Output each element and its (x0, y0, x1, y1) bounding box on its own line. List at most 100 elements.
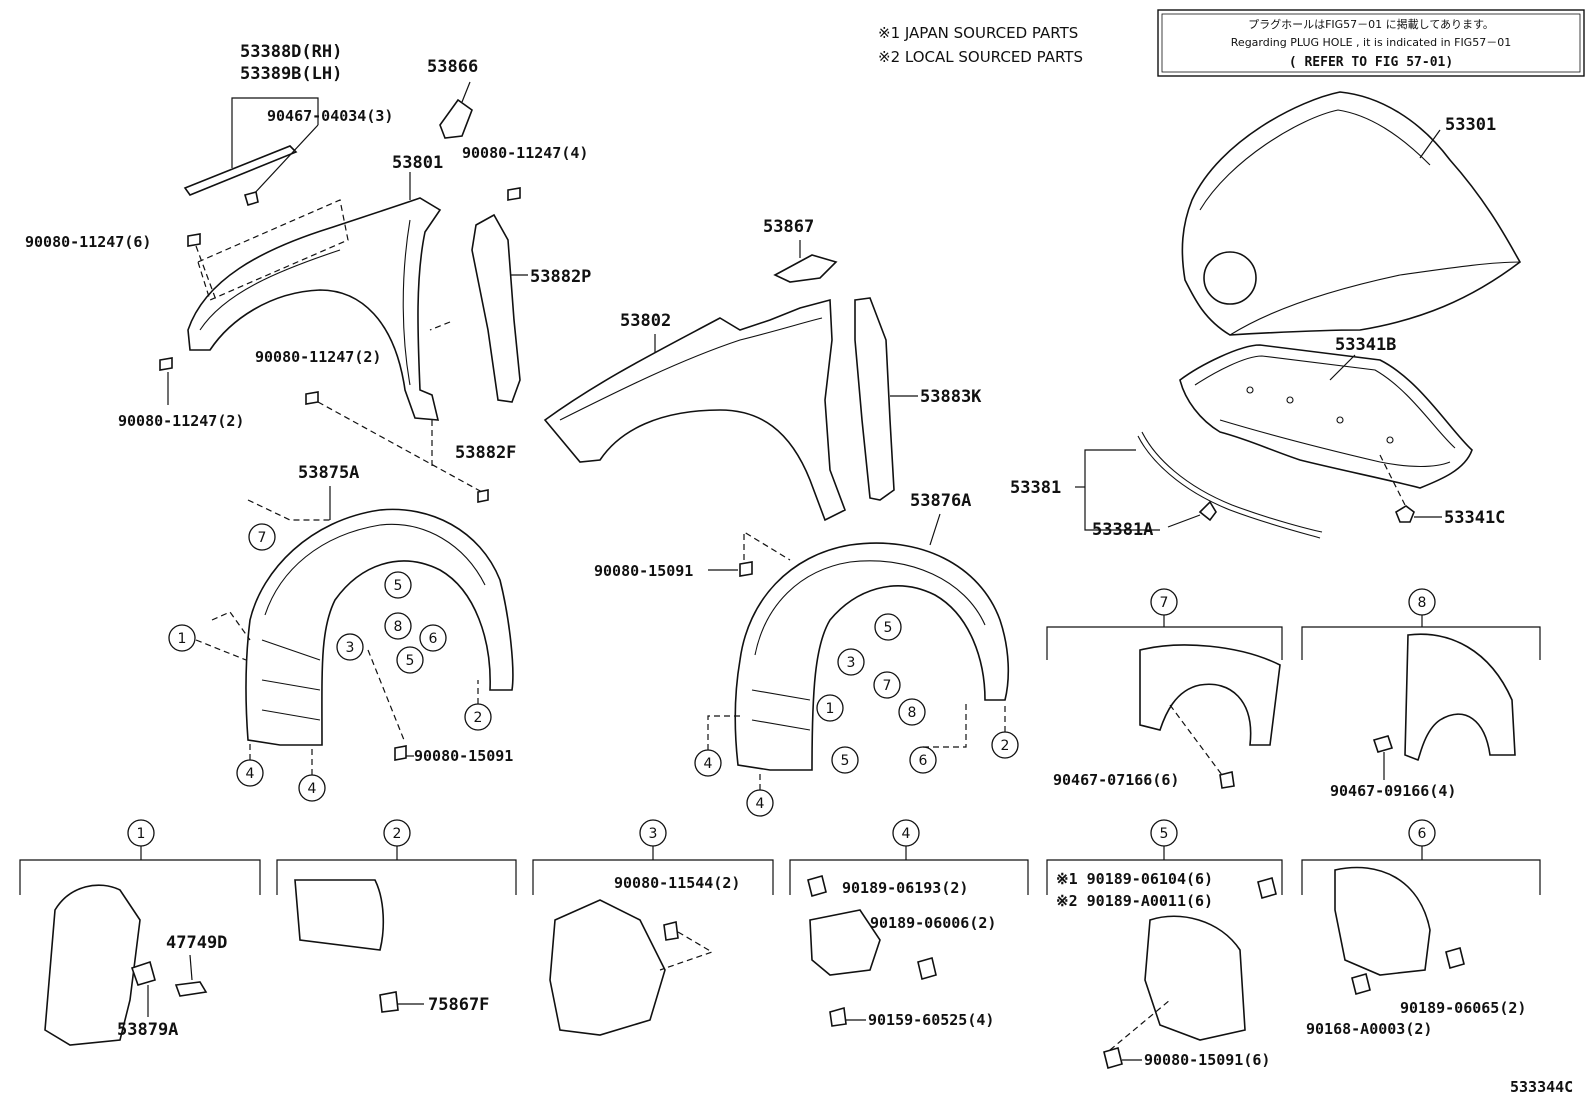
callout-5-label: 5 (394, 578, 403, 594)
label-53381: 53381 (1010, 478, 1061, 498)
label-90189-06193: 90189-06193(2) (842, 879, 968, 897)
callout-7-label: 7 (258, 530, 267, 546)
label-90168-A0003: 90168-A0003(2) (1306, 1020, 1432, 1038)
callout-1b-label: 1 (826, 701, 835, 717)
callout-7 (248, 523, 276, 551)
label-53341B: 53341B (1335, 335, 1396, 355)
callout-2b-label: 2 (1001, 738, 1010, 754)
bracket-53866 (439, 98, 473, 139)
label-53876A: 53876A (910, 491, 971, 511)
bracket-53867 (773, 254, 838, 283)
detail-frame-2: 2 (276, 819, 517, 1013)
callout-8b (898, 698, 926, 726)
callout-4c-label: 4 (704, 756, 713, 772)
refbox-japanese: プラグホールはFIG57－01 に掲載してあります。 (1248, 17, 1494, 31)
label-53882P: 53882P (530, 267, 591, 287)
label-90189-06065: 90189-06065(2) (1400, 999, 1526, 1017)
detail-frame-5: 5 (1046, 819, 1283, 1069)
label-90159-60525: 90159-60525(4) (868, 1011, 994, 1029)
callout-6 (419, 624, 447, 652)
refbox-refer: ( REFER TO FIG 57-01) (1289, 55, 1453, 70)
label-90467-04034: 90467-04034(3) (267, 107, 393, 125)
callout-2-label: 2 (474, 710, 483, 726)
label-53301: 53301 (1445, 115, 1496, 135)
label-90467-09166: 90467-09166(4) (1330, 782, 1456, 800)
label-90080-11247-4: 90080-11247(4) (462, 144, 588, 162)
callout-5c-label: 5 (884, 620, 893, 636)
callout-7b-label: 7 (883, 678, 892, 694)
fender-liner-53875A (245, 508, 514, 746)
fender-liner-53882P (471, 213, 521, 403)
label-53882F: 53882F (455, 443, 516, 463)
detail-callout-8-label: 8 (1418, 595, 1427, 611)
callout-5b-label: 5 (406, 653, 415, 669)
label-53867: 53867 (763, 217, 814, 237)
callout-7b (873, 671, 901, 699)
front-fender-53801 (187, 197, 442, 421)
label-53875A: 53875A (298, 463, 359, 483)
front-fender-53802 (543, 298, 847, 522)
callout-1b (816, 694, 844, 722)
callout-4-label: 4 (246, 766, 255, 782)
label-90080-11247-2a: 90080-11247(2) (255, 348, 381, 366)
fender-liner-53876A (734, 542, 1010, 771)
callout-6-label: 6 (429, 631, 438, 647)
callout-3-label: 3 (346, 640, 355, 656)
reference-box: プラグホールはFIG57－01 に掲載してあります。 Regarding PLU… (1157, 9, 1585, 77)
callout-3b (837, 648, 865, 676)
label-53883K: 53883K (920, 387, 982, 407)
label-90189-06006: 90189-06006(2) (870, 914, 996, 932)
detail-frame-6: 6 (1301, 819, 1541, 995)
label-75867F: 75867F (428, 995, 489, 1015)
label-90189-A0011: ※2 90189-A0011(6) (1056, 892, 1213, 910)
fender-liner-53883K (854, 297, 895, 501)
callout-5 (384, 571, 412, 599)
note-local-sourced: ※2 LOCAL SOURCED PARTS (878, 48, 1083, 66)
detail-7-liner (1139, 644, 1281, 746)
callout-5c (874, 613, 902, 641)
label-90080-11544: 90080-11544(2) (614, 874, 740, 892)
bottom-callout-2-label: 2 (393, 826, 402, 842)
callout-5d-label: 5 (841, 753, 850, 769)
callout-3 (336, 633, 364, 661)
callout-8 (384, 612, 412, 640)
label-53801: 53801 (392, 153, 443, 173)
bottom-callout-4-label: 4 (902, 826, 911, 842)
label-90080-11247-2b: 90080-11247(2) (118, 412, 244, 430)
label-53802: 53802 (620, 311, 671, 331)
detail-frame-4: 4 (789, 819, 1029, 1027)
figure-code: 533344C (1510, 1078, 1573, 1096)
label-90080-15091a: 90080-15091 (414, 747, 513, 765)
label-90080-15091-6: 90080-15091(6) (1144, 1051, 1270, 1069)
detail-frame-1: 1 (19, 819, 261, 1046)
callout-1 (168, 624, 196, 652)
detail-8-liner (1404, 633, 1516, 762)
bottom-callout-6-label: 6 (1418, 826, 1427, 842)
label-90080-15091b: 90080-15091 (594, 562, 693, 580)
label-47749D: 47749D (166, 933, 227, 953)
label-53879A: 53879A (117, 1020, 178, 1040)
detail-callout-7-label: 7 (1160, 595, 1169, 611)
detail-frame-3: 3 (532, 819, 774, 1036)
callout-4d-label: 4 (756, 796, 765, 812)
label-90189-06104: ※1 90189-06104(6) (1056, 870, 1213, 888)
label-90467-07166: 90467-07166(6) (1053, 771, 1179, 789)
bottom-callout-1-label: 1 (137, 826, 146, 842)
callout-5d (831, 746, 859, 774)
callout-1-label: 1 (178, 631, 187, 647)
label-53341C: 53341C (1444, 508, 1505, 528)
callout-3b-label: 3 (847, 655, 856, 671)
label-53388D: 53388D(RH) (240, 42, 342, 62)
callout-6b-label: 6 (919, 753, 928, 769)
refbox-english: Regarding PLUG HOLE , it is indicated in… (1231, 36, 1511, 49)
callout-5b (396, 646, 424, 674)
clip-53341C (1395, 505, 1415, 523)
callout-8-label: 8 (394, 619, 403, 635)
hood-insulator (1179, 344, 1473, 489)
callout-8b-label: 8 (908, 705, 917, 721)
bottom-callout-5-label: 5 (1160, 826, 1169, 842)
callout-4b-label: 4 (308, 781, 317, 797)
note-japan-sourced: ※1 JAPAN SOURCED PARTS (878, 24, 1078, 42)
label-53389B: 53389B(LH) (240, 64, 342, 84)
